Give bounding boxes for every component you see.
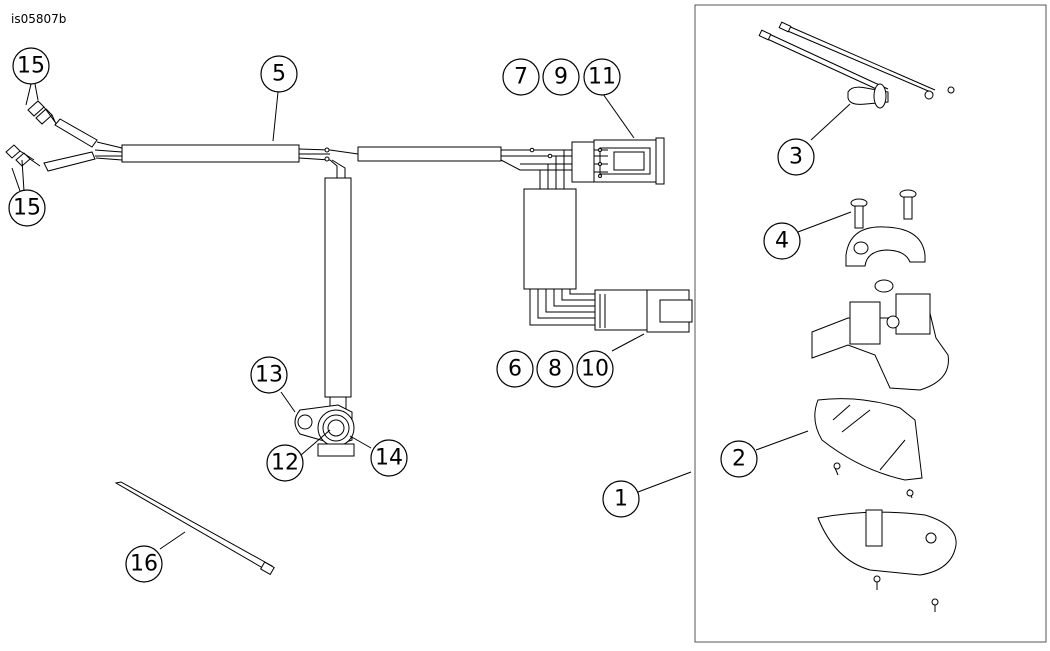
callout-6: 6 [496, 350, 534, 388]
cable-tie [114, 481, 275, 576]
connector-lower [594, 289, 693, 333]
svg-text:8: 8 [548, 357, 562, 382]
callout-16: 16 [125, 545, 163, 583]
svg-text:4: 4 [775, 229, 789, 254]
svg-text:7: 7 [514, 65, 528, 90]
svg-text:1: 1 [614, 487, 628, 512]
callout-3: 3 [777, 138, 815, 176]
callout-12: 12 [266, 444, 304, 482]
svg-text:14: 14 [375, 446, 403, 471]
svg-text:3: 3 [789, 145, 803, 170]
callout-15-top: 15 [12, 47, 50, 85]
main-sheath [121, 144, 300, 163]
callout-7: 7 [502, 58, 540, 96]
svg-text:15: 15 [13, 196, 41, 221]
leader-lines [11, 83, 852, 550]
svg-text:10: 10 [581, 357, 609, 382]
callout-2: 2 [720, 440, 758, 478]
callout-9: 9 [542, 58, 580, 96]
callout-8: 8 [536, 350, 574, 388]
spade-terminals [5, 100, 123, 172]
junction-box [523, 188, 577, 290]
callout-1: 1 [602, 480, 640, 518]
svg-text:13: 13 [255, 363, 283, 388]
svg-text:12: 12 [271, 451, 299, 476]
lens [814, 398, 923, 499]
svg-text:2: 2 [732, 447, 746, 472]
lamp-kit [758, 21, 957, 612]
callout-15-bottom: 15 [8, 189, 46, 227]
right-sheath [357, 146, 502, 162]
connector-upper [571, 137, 665, 185]
svg-text:11: 11 [588, 65, 616, 90]
wiring-harness [5, 100, 693, 457]
callout-13: 13 [250, 356, 288, 394]
kit-frame [694, 4, 1047, 643]
bulb-socket [294, 404, 355, 457]
callout-11: 11 [583, 58, 621, 96]
svg-text:16: 16 [130, 552, 158, 577]
svg-text:6: 6 [508, 357, 522, 382]
callout-10: 10 [576, 350, 614, 388]
callout-5: 5 [260, 55, 298, 93]
housing-upper [811, 293, 949, 391]
housing-lower [817, 509, 957, 612]
bulb-assembly [758, 21, 955, 109]
callout-14: 14 [370, 439, 408, 477]
svg-text:5: 5 [272, 62, 286, 87]
svg-text:15: 15 [17, 54, 45, 79]
top-cover [845, 189, 926, 293]
document-id: is05807b [11, 12, 67, 26]
branch-sheath [324, 177, 352, 398]
svg-text:9: 9 [554, 65, 568, 90]
callout-4: 4 [763, 222, 801, 260]
